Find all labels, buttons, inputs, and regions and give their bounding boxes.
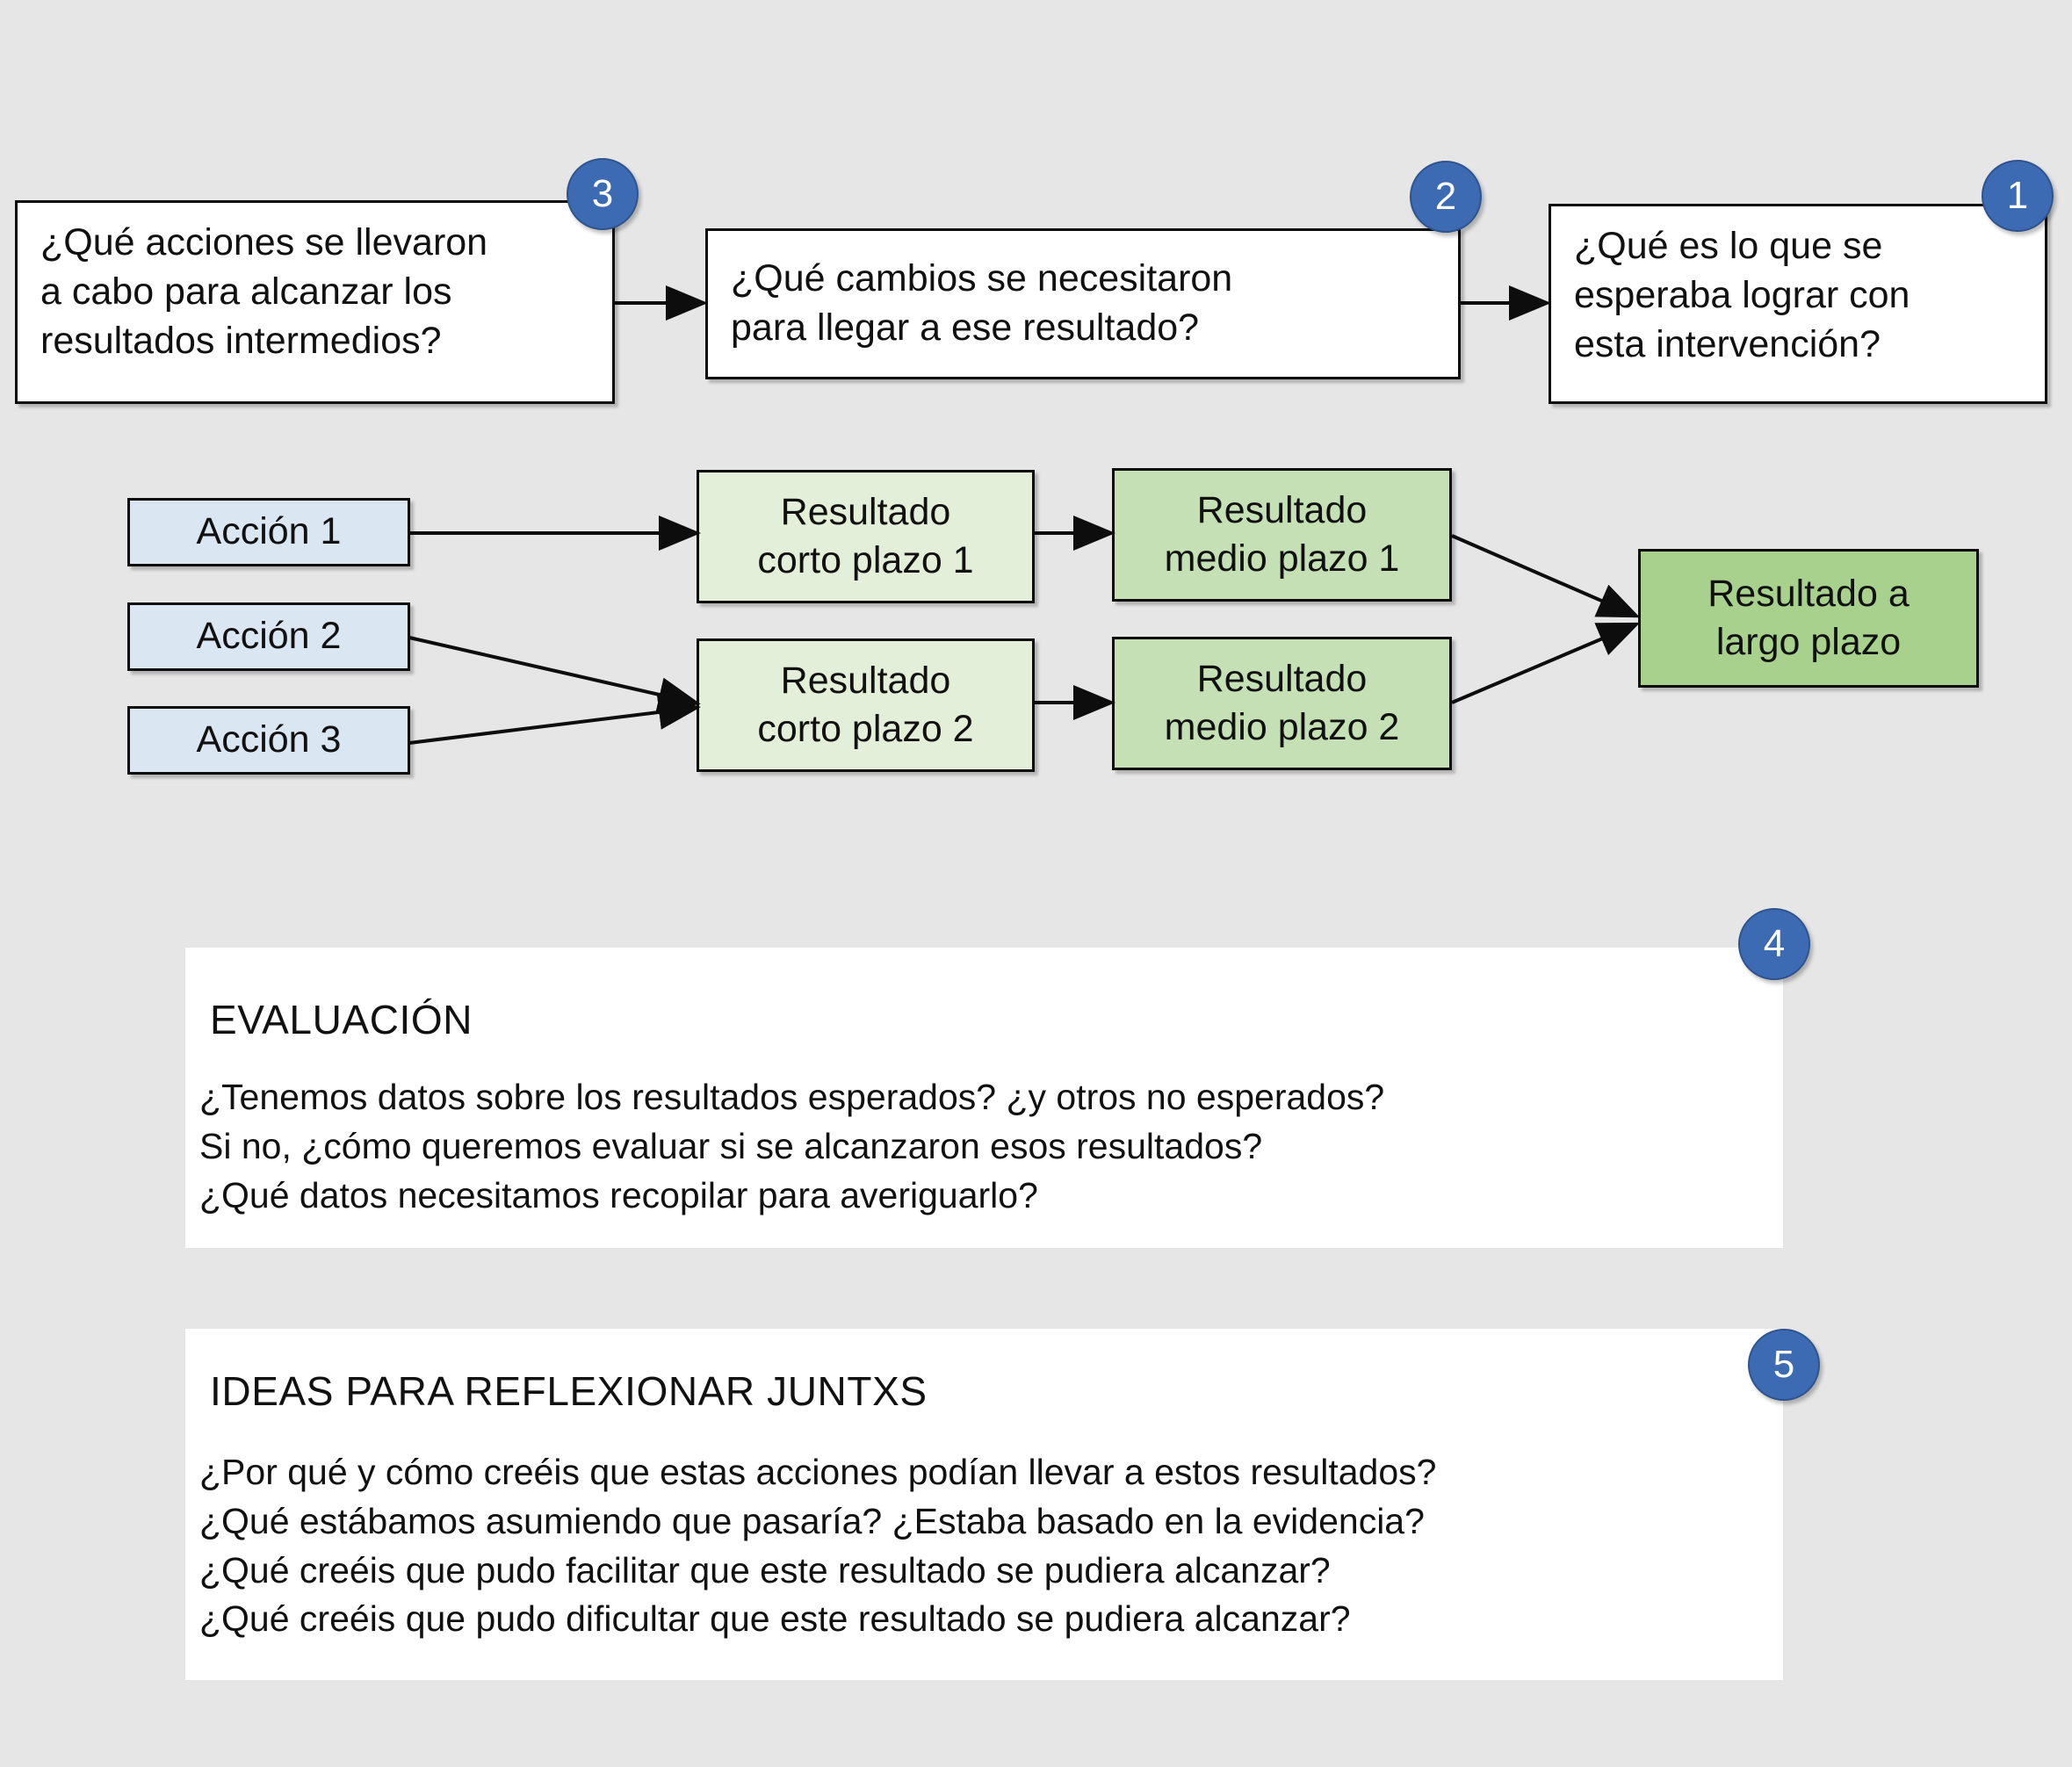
- node-accion-2-label: Acción 2: [196, 615, 342, 658]
- arrow-accion2-to-corto2: [408, 636, 701, 712]
- node-resultado-medio-plazo-1-label: Resultado medio plazo 1: [1164, 488, 1400, 580]
- badge-2[interactable]: 2: [1410, 161, 1482, 233]
- badge-3[interactable]: 3: [567, 158, 639, 230]
- node-accion-3[interactable]: Acción 3: [127, 706, 410, 775]
- node-resultado-corto-plazo-2[interactable]: Resultado corto plazo 2: [697, 638, 1035, 772]
- panel-ideas: IDEAS PARA REFLEXIONAR JUNTXS ¿Por qué y…: [185, 1329, 1783, 1680]
- node-accion-3-label: Acción 3: [196, 718, 342, 761]
- panel-ideas-title: IDEAS PARA REFLEXIONAR JUNTXS: [210, 1368, 928, 1414]
- node-resultado-medio-plazo-2[interactable]: Resultado medio plazo 2: [1112, 637, 1452, 770]
- node-accion-1[interactable]: Acción 1: [127, 498, 410, 566]
- node-resultado-corto-plazo-1-label: Resultado corto plazo 1: [757, 490, 974, 581]
- arrow-accion3-to-corto2: [408, 695, 701, 745]
- arrow-medio1-to-largo: [1451, 534, 1641, 618]
- node-resultado-corto-plazo-2-label: Resultado corto plazo 2: [757, 659, 974, 750]
- question-box-3-text: ¿Qué acciones se llevaron a cabo para al…: [40, 221, 488, 362]
- arrow-medio2-to-largo: [1451, 622, 1641, 704]
- question-box-1-text: ¿Qué es lo que se esperaba lograr con es…: [1574, 225, 1910, 365]
- node-resultado-medio-plazo-1[interactable]: Resultado medio plazo 1: [1112, 468, 1452, 602]
- question-box-1[interactable]: ¿Qué es lo que se esperaba lograr con es…: [1549, 204, 2047, 404]
- question-box-3[interactable]: ¿Qué acciones se llevaron a cabo para al…: [15, 200, 615, 404]
- panel-evaluacion-title: EVALUACIÓN: [210, 997, 473, 1042]
- node-resultado-largo-plazo[interactable]: Resultado a largo plazo: [1638, 549, 1979, 688]
- node-resultado-corto-plazo-1[interactable]: Resultado corto plazo 1: [697, 470, 1035, 603]
- node-resultado-largo-plazo-label: Resultado a largo plazo: [1707, 572, 1910, 663]
- panel-evaluacion-lines: ¿Tenemos datos sobre los resultados espe…: [199, 1077, 1385, 1215]
- badge-1[interactable]: 1: [1982, 160, 2054, 232]
- panel-ideas-lines: ¿Por qué y cómo creéis que estas accione…: [199, 1452, 1437, 1640]
- question-box-2-text: ¿Qué cambios se necesitaron para llegar …: [731, 257, 1233, 349]
- panel-evaluacion: EVALUACIÓN ¿Tenemos datos sobre los resu…: [185, 948, 1783, 1248]
- node-accion-2[interactable]: Acción 2: [127, 602, 410, 671]
- node-resultado-medio-plazo-2-label: Resultado medio plazo 2: [1164, 657, 1400, 748]
- badge-5[interactable]: 5: [1748, 1329, 1820, 1401]
- question-box-2[interactable]: ¿Qué cambios se necesitaron para llegar …: [705, 228, 1461, 379]
- node-accion-1-label: Acción 1: [196, 510, 342, 553]
- badge-4[interactable]: 4: [1738, 908, 1810, 980]
